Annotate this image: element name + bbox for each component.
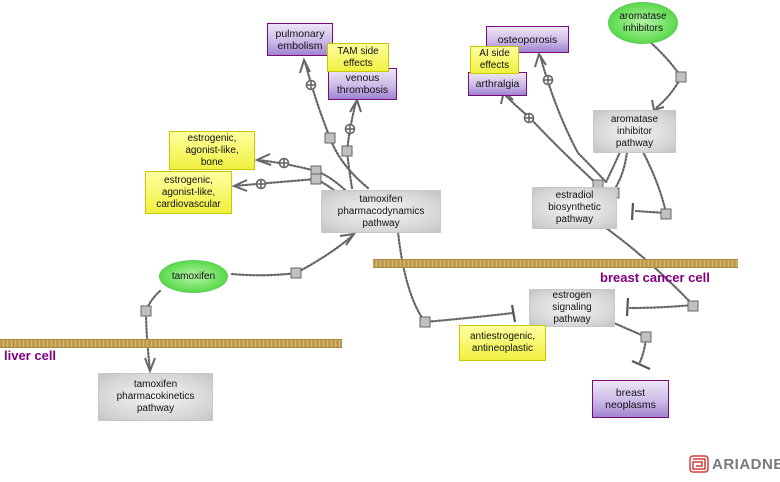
edge-ai-pathway-link-2 xyxy=(612,150,629,192)
arrowhead-estrogenic-cardio xyxy=(231,179,248,192)
plus-modifier-arthralgia xyxy=(523,112,535,124)
ariadne-logo-text: ARIADNE xyxy=(712,455,780,473)
liver-cell-label: liver cell xyxy=(4,348,57,363)
node-osteoporosis[interactable]: osteoporosis xyxy=(486,26,569,53)
inhibition-bar-neoplasms xyxy=(631,359,651,371)
process-node[interactable] xyxy=(419,316,431,328)
ariadne-labyrinth-icon xyxy=(689,455,709,473)
edge-pd-to-antiestrogenic xyxy=(396,230,515,324)
arrowhead-osteoporosis xyxy=(534,51,547,68)
node-estrogenic-bone[interactable]: estrogenic, agonist-like, bone xyxy=(169,131,255,170)
ariadne-logo: ARIADNE xyxy=(689,455,780,473)
edge-tamoxifen-to-pk-pathway xyxy=(144,289,162,372)
plus-modifier-pulmonary xyxy=(305,79,317,91)
plus-modifier-cardio xyxy=(255,178,267,190)
edge-estradiol-to-estrogen-signaling xyxy=(604,226,696,310)
node-arthralgia[interactable]: arthralgia xyxy=(468,72,527,96)
node-estradiol-biosynthetic-pathway[interactable]: estradiol biosynthetic pathway xyxy=(532,187,617,229)
node-antiestrogenic-antineoplastic[interactable]: antiestrogenic, antineoplastic xyxy=(459,325,546,361)
arrowhead-pulmonary-embolism xyxy=(299,57,311,74)
process-node[interactable] xyxy=(324,132,336,144)
inhibition-bar-estradiol xyxy=(630,202,635,221)
process-node[interactable] xyxy=(640,331,652,343)
node-venous-thrombosis[interactable]: venous thrombosis xyxy=(328,68,397,100)
node-ai-side-effects[interactable]: AI side effects xyxy=(470,46,519,74)
arrowhead-estrogenic-bone xyxy=(254,153,272,166)
node-tamoxifen-pharmacokinetics-pathway[interactable]: tamoxifen pharmacokinetics pathway xyxy=(98,373,213,421)
inhibition-bar-estrogen-signaling xyxy=(625,297,630,317)
plus-modifier-venous xyxy=(344,123,356,135)
inhibition-bar-antiestrogenic xyxy=(510,304,517,323)
process-node[interactable] xyxy=(660,208,672,220)
plus-modifier-osteoporosis xyxy=(542,74,554,86)
breast-cancer-cell-membrane xyxy=(373,259,738,268)
plus-modifier-bone xyxy=(278,157,290,169)
edge-ai-pathway-link-1 xyxy=(604,150,622,184)
edge-ai-pathway-to-arthralgia xyxy=(503,93,600,187)
process-node[interactable] xyxy=(341,145,353,157)
node-tamoxifen-pharmacodynamics-pathway[interactable]: tamoxifen pharmacodynamics pathway xyxy=(321,190,441,233)
node-estrogenic-cardiovascular[interactable]: estrogenic, agonist-like, cardiovascular xyxy=(145,171,232,214)
process-node[interactable] xyxy=(290,267,302,279)
arrowhead-pk-pathway xyxy=(144,357,156,374)
process-node[interactable] xyxy=(675,71,687,83)
node-estrogen-signaling-pathway[interactable]: estrogen signaling pathway xyxy=(529,289,615,327)
node-tam-side-effects[interactable]: TAM side effects xyxy=(327,43,389,72)
liver-cell-membrane xyxy=(0,339,342,348)
edge-ai-pathway-to-estradiol xyxy=(634,150,668,215)
node-aromatase-inhibitors[interactable]: aromatase inhibitors xyxy=(608,2,678,44)
process-node[interactable] xyxy=(310,173,322,185)
node-aromatase-inhibitor-pathway[interactable]: aromatase inhibitor pathway xyxy=(593,110,676,153)
process-node[interactable] xyxy=(140,305,152,317)
node-tamoxifen[interactable]: tamoxifen xyxy=(159,260,228,293)
arrowhead-pd-pathway xyxy=(339,232,357,246)
arrowhead-venous-thrombosis xyxy=(349,97,362,113)
node-breast-neoplasms[interactable]: breast neoplasms xyxy=(592,380,669,418)
node-pulmonary-embolism[interactable]: pulmonary embolism xyxy=(267,23,333,56)
breast-cancer-cell-label: breast cancer cell xyxy=(600,270,710,285)
process-node[interactable] xyxy=(687,300,699,312)
